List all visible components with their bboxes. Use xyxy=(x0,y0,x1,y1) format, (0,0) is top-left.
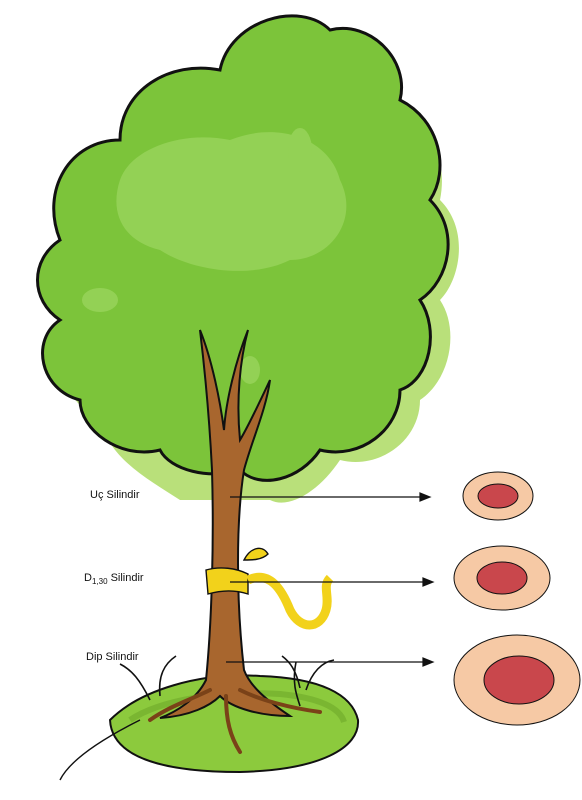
label-bottom-text: Dip Silindir xyxy=(86,651,139,663)
label-top-cylinder: Uç Silindir xyxy=(86,486,144,504)
label-middle-subscript: 1,30 xyxy=(92,577,108,586)
cross-section-bottom xyxy=(454,635,580,725)
label-top-text: Uç Silindir xyxy=(90,489,140,501)
label-middle-cylinder: D1,30 Silindir xyxy=(84,572,144,586)
cross-section-middle xyxy=(454,546,550,610)
label-bottom-cylinder: Dip Silindir xyxy=(86,651,139,663)
label-middle-main: D xyxy=(84,572,92,584)
label-middle-suffix: Silindir xyxy=(108,572,144,584)
cross-section-top xyxy=(463,472,533,520)
